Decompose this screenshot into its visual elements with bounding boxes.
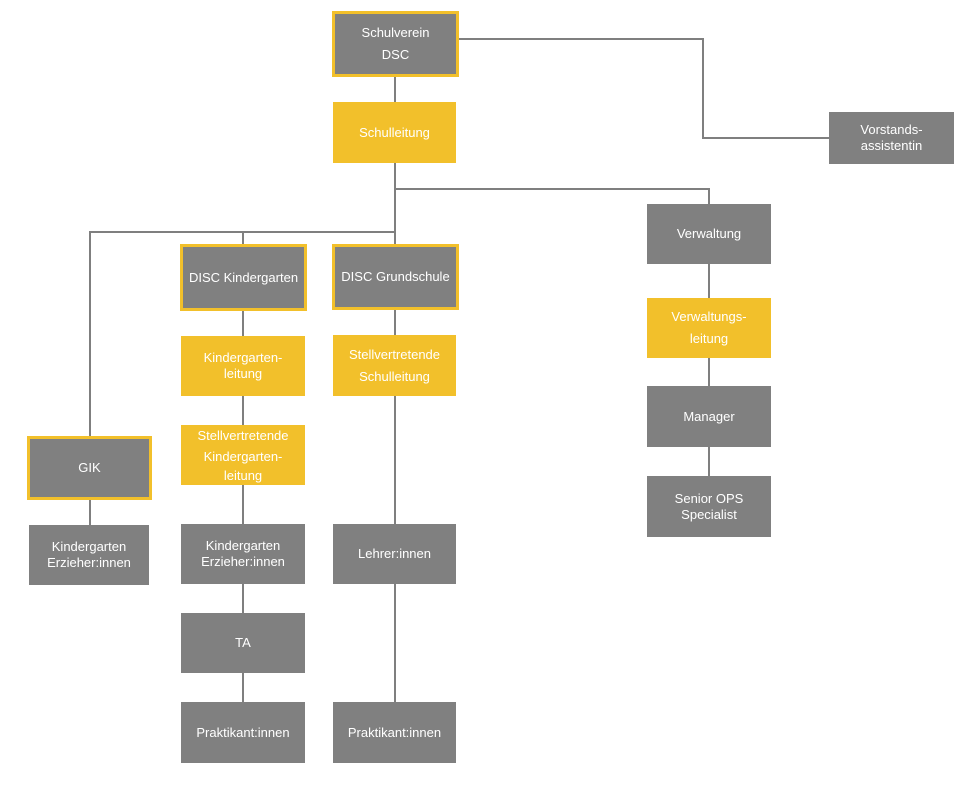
node-gik-erzieher-line1: Kindergarten xyxy=(51,539,127,554)
node-manager-label: Manager xyxy=(683,408,735,424)
connector-gik-branch xyxy=(89,231,394,436)
node-kg-praktikant: Praktikant:innen xyxy=(181,702,305,763)
node-senior-ops: Senior OPS Specialist xyxy=(647,476,771,537)
node-gik-erzieher-line2: Erzieher:innen xyxy=(47,555,131,570)
node-schulverein-line2: DSC xyxy=(381,47,410,62)
connector-schulleitung-verwaltung xyxy=(395,188,710,204)
node-kindergartenleitung-line2: leitung xyxy=(223,366,263,381)
node-gs-praktikant-label: Praktikant:innen xyxy=(347,724,442,740)
node-ta: TA xyxy=(181,613,305,673)
node-schulverein-line1: Schulverein xyxy=(361,25,430,40)
node-stellv-schulleitung-line1: Stellvertretende xyxy=(348,346,441,362)
node-verwaltung: Verwaltung xyxy=(647,204,771,264)
node-lehrer-label: Lehrer:innen xyxy=(358,546,431,561)
node-schulleitung: Schulleitung xyxy=(333,102,456,163)
node-verwaltung-label: Verwaltung xyxy=(676,226,742,241)
node-kindergartenleitung: Kindergarten- leitung xyxy=(181,336,305,396)
node-disc-kindergarten: DISC Kindergarten xyxy=(180,244,307,311)
node-kg-erzieher-line1: Kindergarten xyxy=(205,538,281,553)
node-verwaltungsleitung-line2: leitung xyxy=(689,331,729,346)
node-stellv-kindergartenleitung-line2: Kindergarten- xyxy=(203,449,283,464)
connector-schulverein-vorstand xyxy=(458,38,829,139)
node-schulleitung-label: Schulleitung xyxy=(359,124,430,140)
node-verwaltungsleitung-line1: Verwaltungs- xyxy=(671,309,747,324)
node-stellv-kindergartenleitung-line3: leitung xyxy=(223,468,263,483)
node-gik-erzieher: Kindergarten Erzieher:innen xyxy=(29,525,149,585)
node-disc-kindergarten-label: DISC Kindergarten xyxy=(188,269,299,285)
node-vorstandsassistentin-line1: Vorstands- xyxy=(860,122,923,137)
node-manager: Manager xyxy=(647,386,771,447)
node-verwaltungsleitung: Verwaltungs- leitung xyxy=(647,298,771,358)
node-gik: GIK xyxy=(27,436,152,500)
node-ta-label: TA xyxy=(235,635,251,650)
node-kg-erzieher: Kindergarten Erzieher:innen xyxy=(181,524,305,584)
node-vorstandsassistentin-line2: assistentin xyxy=(860,138,923,153)
node-vorstandsassistentin: Vorstands- assistentin xyxy=(829,112,954,164)
node-senior-ops-line2: Specialist xyxy=(681,506,737,522)
node-lehrer: Lehrer:innen xyxy=(333,524,456,584)
node-kindergartenleitung-line1: Kindergarten- xyxy=(203,350,283,365)
node-gik-label: GIK xyxy=(78,460,101,475)
node-disc-grundschule-label: DISC Grundschule xyxy=(341,269,450,284)
node-gs-praktikant: Praktikant:innen xyxy=(333,702,456,763)
node-stellv-kindergartenleitung-line1: Stellvertretende xyxy=(197,428,289,443)
node-stellv-schulleitung: Stellvertretende Schulleitung xyxy=(333,335,456,396)
node-kg-erzieher-line2: Erzieher:innen xyxy=(201,554,285,569)
node-senior-ops-line1: Senior OPS xyxy=(674,490,744,506)
node-stellv-kindergartenleitung: Stellvertretende Kindergarten- leitung xyxy=(181,425,305,485)
node-schulverein: Schulverein DSC xyxy=(332,11,459,77)
node-stellv-schulleitung-line2: Schulleitung xyxy=(359,368,430,384)
node-kg-praktikant-label: Praktikant:innen xyxy=(196,724,290,740)
node-disc-grundschule: DISC Grundschule xyxy=(332,244,459,310)
